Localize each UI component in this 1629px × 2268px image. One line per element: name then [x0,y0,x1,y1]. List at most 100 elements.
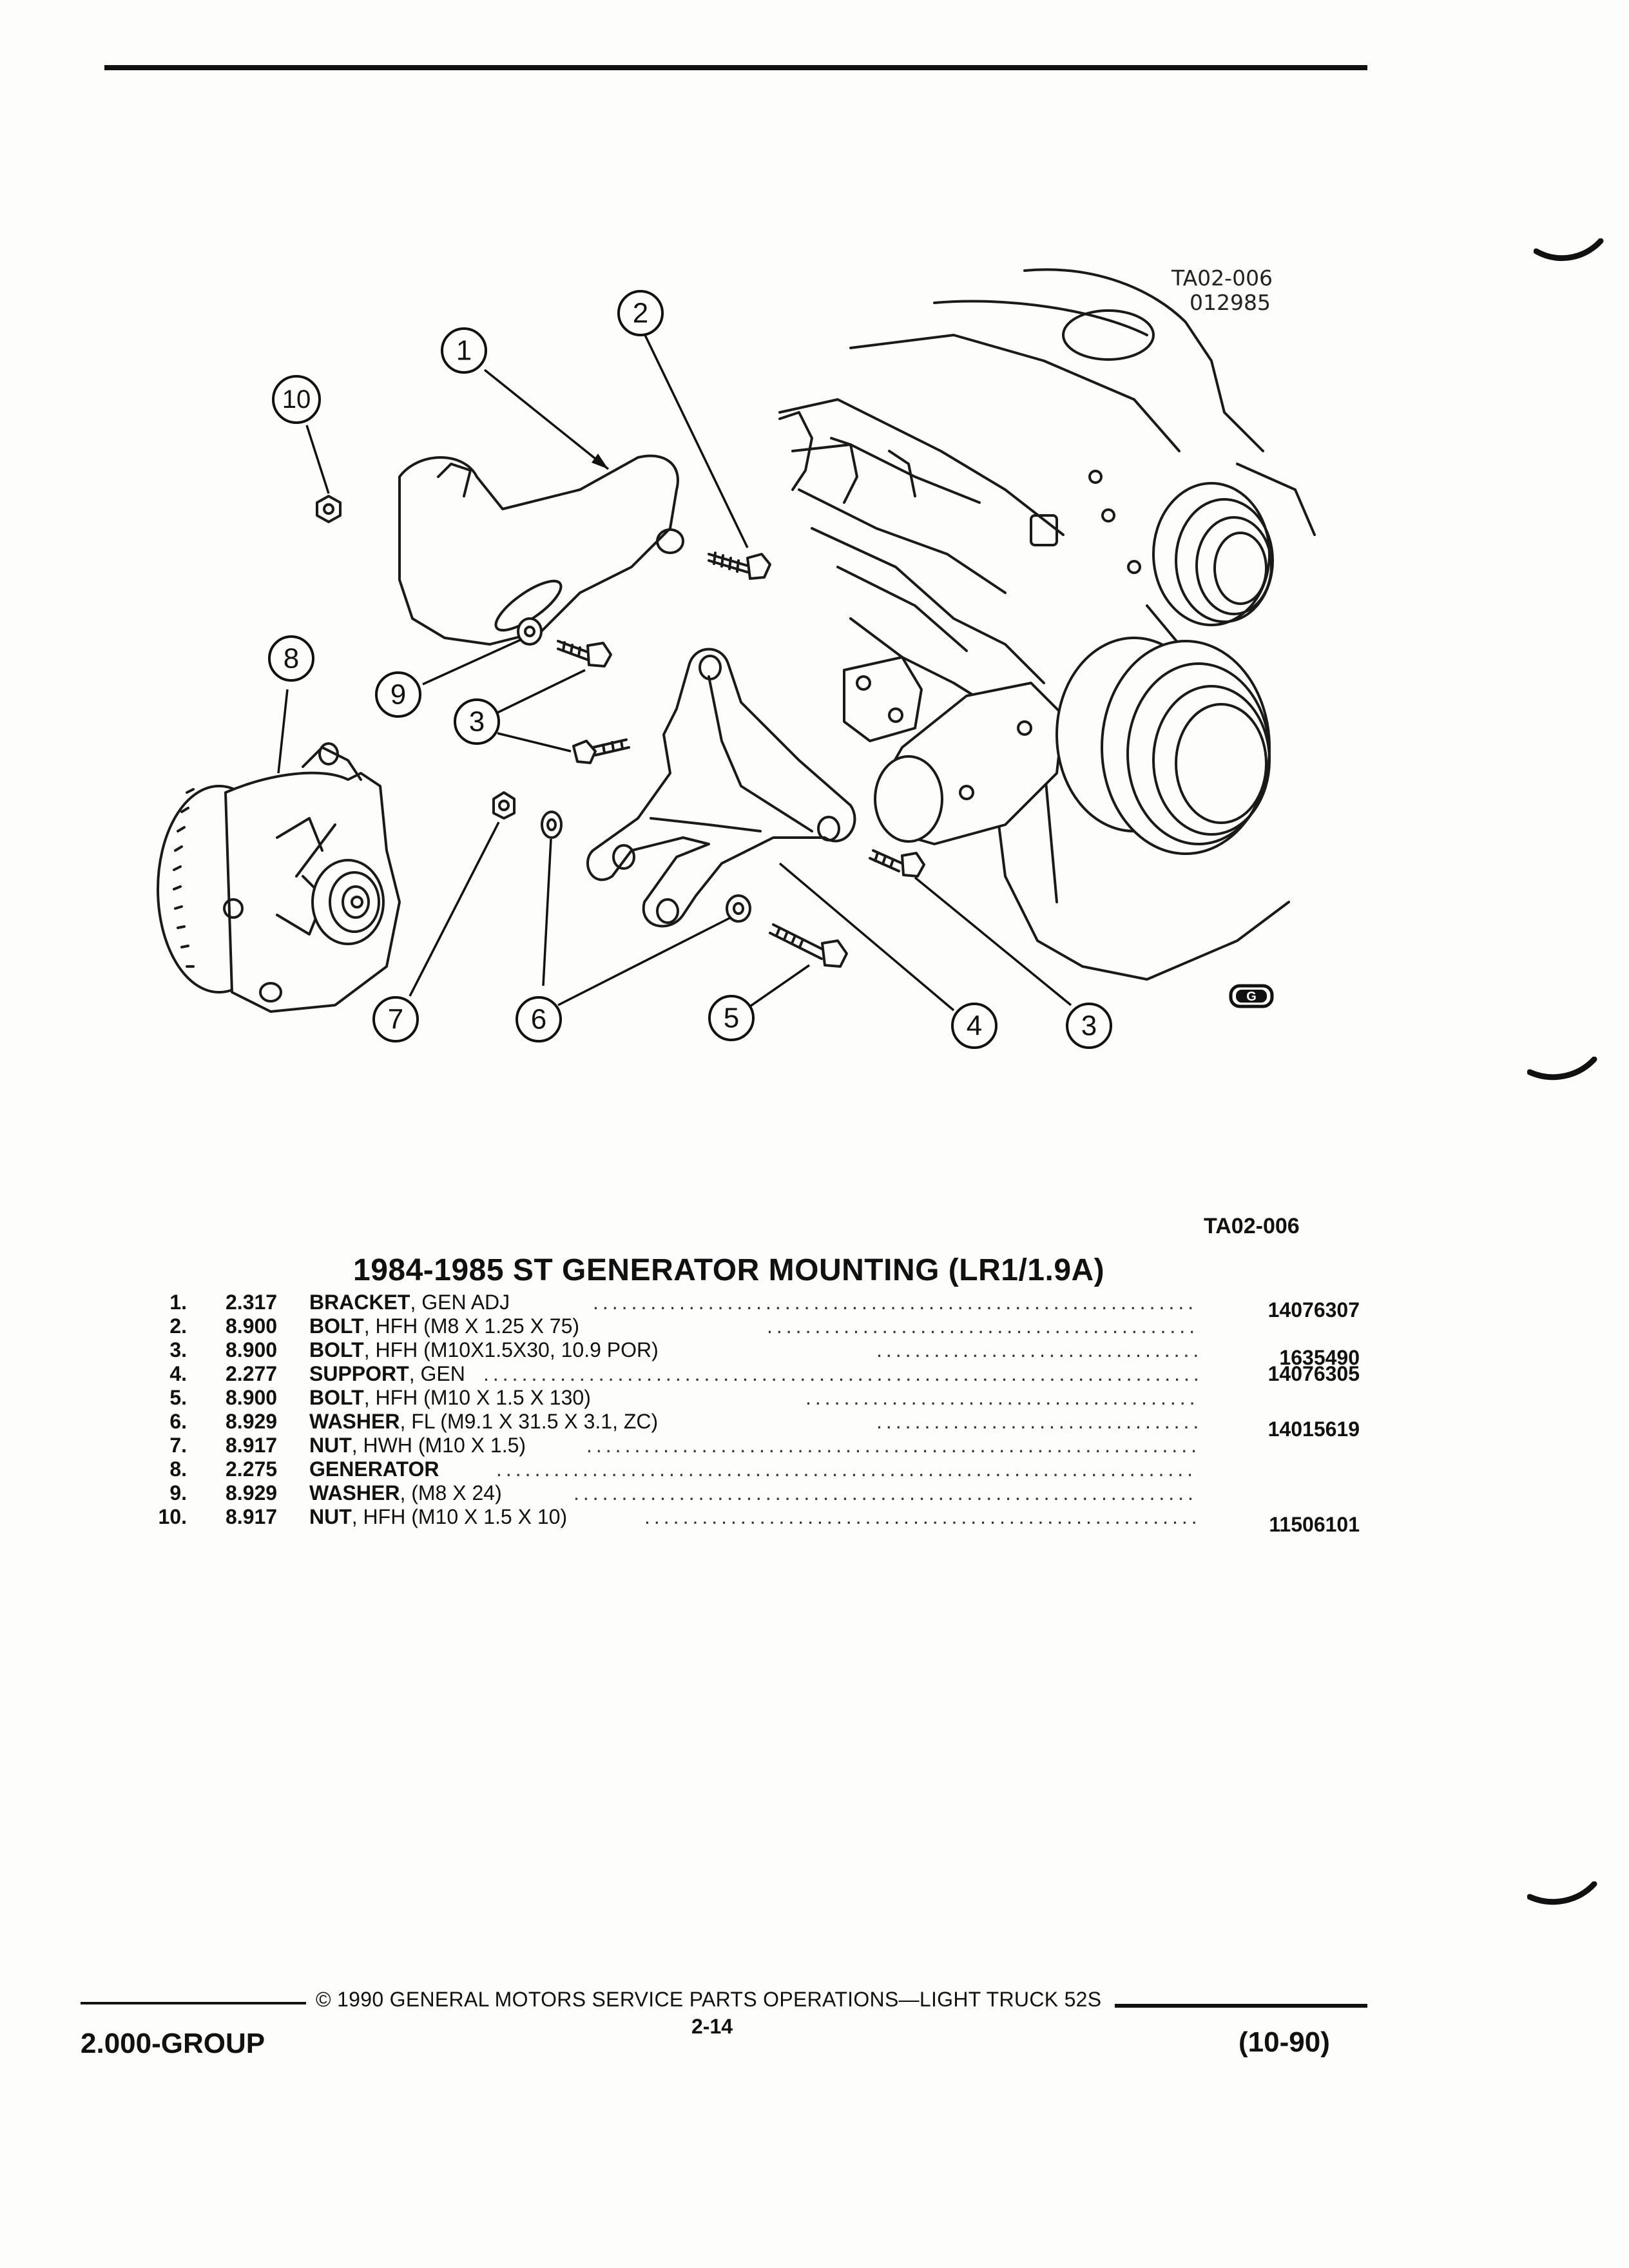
item-number: 8. [169,1457,187,1481]
part-detail: , FL (M9.1 X 31.5 X 3.1, ZC) [400,1410,659,1433]
part-description: WASHER, (M8 X 24) [309,1481,502,1505]
svg-text:7: 7 [388,1004,403,1035]
group-number: 8.900 [226,1386,278,1409]
part-name: GENERATOR [309,1457,439,1481]
item-number: 9. [169,1481,187,1504]
bolt-5-drawing [769,923,848,968]
svg-text:9: 9 [390,679,406,711]
svg-text:3: 3 [1081,1010,1097,1042]
part-detail: , HFH (M8 X 1.25 X 75) [363,1314,580,1338]
callout-7: 7 [372,996,419,1043]
callout-3-upper: 3 [454,698,500,745]
callout-5: 5 [708,995,755,1041]
footer-group: 2.000-GROUP [81,2028,265,2059]
svg-text:4: 4 [967,1010,982,1042]
margin-mark-bottom [1527,1881,1597,1905]
generator-drawing [157,742,401,1013]
item-number: 2. [169,1314,187,1338]
svg-text:6: 6 [531,1004,546,1035]
part-name: WASHER [309,1410,400,1433]
part-description: WASHER, FL (M9.1 X 31.5 X 3.1, ZC) [309,1410,658,1434]
part-description: NUT, HWH (M10 X 1.5) [309,1434,526,1457]
drawing-code-date: 012985 [1190,290,1271,315]
item-number: 4. [169,1362,187,1385]
engine-block [778,268,1316,981]
list-item: 5. 8.900 BOLT, HFH (M10 X 1.5 X 130) ...… [148,1386,1360,1410]
part-description: BOLT, HFH (M8 X 1.25 X 75) [309,1314,579,1338]
group-number: 8.917 [226,1434,278,1457]
washer-9-drawing [517,617,543,646]
washer-6-upper-drawing [541,811,563,839]
part-name: BOLT [309,1386,364,1409]
part-name: BOLT [309,1338,364,1361]
callout-1: 1 [441,327,487,374]
group-number: 8.929 [226,1481,278,1504]
bolt-3-upper-drawing [557,640,612,668]
dot-leader: ........................................… [483,1362,1199,1385]
figure-reference: TA02-006 [1204,1214,1300,1238]
group-number: 2.277 [226,1362,278,1385]
part-number: 14076305 [1268,1362,1360,1385]
bolt-2-drawing [708,552,771,580]
dot-leader: ........................................… [767,1314,1199,1338]
bolt-3-lower-drawing [572,738,630,764]
washer-6-lower-drawing [726,894,751,923]
list-item: 7. 8.917 NUT, HWH (M10 X 1.5) ..........… [148,1434,1360,1457]
part-number: 11506101 [1269,1513,1360,1536]
generator-support [586,648,856,928]
list-item: 10. 8.917 NUT, HFH (M10 X 1.5 X 10) ....… [148,1505,1360,1536]
part-detail: , HFH (M10 X 1.5 X 130) [363,1386,591,1409]
revision-date: (10-90) [1239,2026,1330,2058]
group-number: 8.917 [226,1505,278,1528]
dot-leader: ........................................… [574,1481,1199,1504]
callout-6: 6 [516,996,562,1043]
dot-leader: ........................................… [644,1505,1199,1528]
item-number: 5. [169,1386,187,1409]
dot-leader: ........................................… [805,1386,1199,1409]
item-number: 1. [169,1291,187,1314]
item-number: 6. [169,1410,187,1433]
leader-lines [277,333,1072,1012]
part-name: BRACKET [309,1291,410,1314]
part-name: SUPPORT [309,1362,409,1385]
part-name: WASHER [309,1481,400,1504]
part-name: NUT [309,1434,352,1457]
dot-leader: ........................................… [876,1410,1199,1433]
part-detail: , HFH (M10X1.5X30, 10.9 POR) [363,1338,659,1361]
svg-text:1: 1 [456,335,472,367]
part-detail: , HFH (M10 X 1.5 X 10) [351,1505,568,1528]
svg-text:3: 3 [469,706,485,738]
part-number: 1635490 [1279,1346,1360,1369]
margin-mark-middle [1527,1057,1597,1081]
margin-mark-top [1534,238,1604,262]
part-description: BOLT, HFH (M10X1.5X30, 10.9 POR) [309,1338,659,1362]
svg-text:5: 5 [724,1003,739,1034]
drawing-code-id: TA02-006 [1171,265,1273,291]
part-number: 14015619 [1268,1418,1360,1441]
group-number: 2.317 [226,1291,278,1314]
callout-2: 2 [617,290,664,336]
callout-4: 4 [951,1003,998,1049]
list-item: 2. 8.900 BOLT, HFH (M8 X 1.25 X 75) ....… [148,1314,1360,1338]
parts-list: 1. 2.317 BRACKET, GEN ADJ ..............… [148,1291,1360,1536]
dot-leader: ........................................… [586,1434,1199,1457]
nut-10-drawing [316,495,342,523]
list-item: 4. 2.277 SUPPORT, GEN ..................… [148,1362,1360,1386]
list-item: 1. 2.317 BRACKET, GEN ADJ ..............… [148,1291,1360,1321]
callout-8: 8 [268,635,314,682]
part-description: SUPPORT, GEN [309,1362,465,1386]
part-description: NUT, HFH (M10 X 1.5 X 10) [309,1505,567,1529]
part-detail: , GEN [409,1362,465,1385]
part-name: NUT [309,1505,352,1528]
item-number: 10. [158,1505,187,1528]
part-name: BOLT [309,1314,364,1338]
dot-leader: ........................................… [876,1338,1199,1361]
nut-7-drawing [492,791,516,820]
exploded-view-illustration: 1 2 3 3 4 5 6 7 8 9 10 G [157,268,1316,1049]
group-number: 8.900 [226,1338,278,1361]
bolt-3-right-drawing [869,849,925,878]
list-item: 9. 8.929 WASHER, (M8 X 24) .............… [148,1481,1360,1505]
list-item: 6. 8.929 WASHER, FL (M9.1 X 31.5 X 3.1, … [148,1410,1360,1441]
page-number: 2-14 [691,2015,733,2038]
dot-leader: ........................................… [593,1291,1199,1314]
